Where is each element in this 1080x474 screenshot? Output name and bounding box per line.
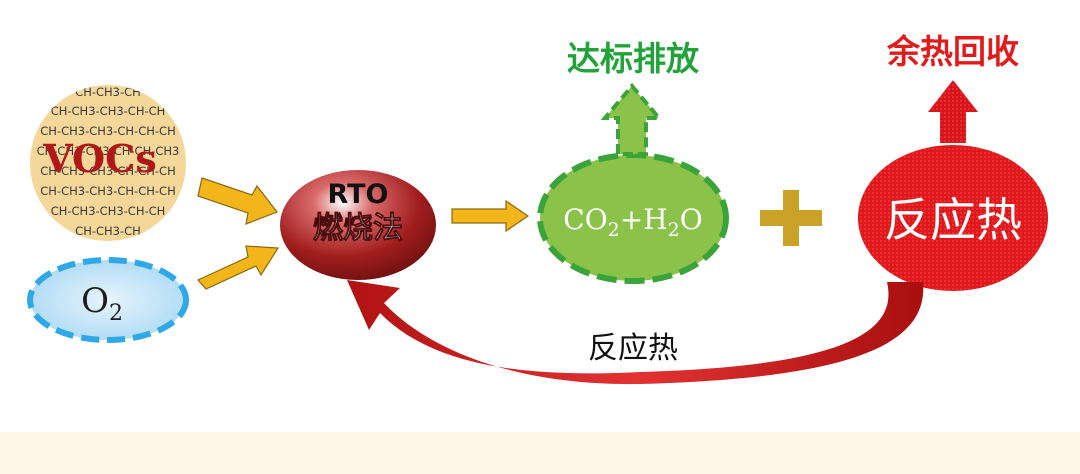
vocs-chain-line: CH-CH3-CH3-CH-CH-CH — [40, 124, 175, 138]
discharge-arrow — [600, 82, 664, 156]
rto-title: RTO — [328, 179, 389, 210]
vocs-chain-text: CH-CH3-CH CH-CH3-CH3-CH-CH CH-CH3-CH3-CH… — [37, 85, 180, 238]
arrow-rto-to-products — [451, 199, 530, 233]
products-formula: CO2+H2O — [563, 203, 702, 241]
heat-recovery-label: 余热回收 — [886, 32, 1019, 71]
vocs-chain-line: CH-CH3-CH3-CH-CH-CH3 — [37, 144, 180, 158]
vocs-node: CH-CH3-CH CH-CH3-CH3-CH-CH CH-CH3-CH3-CH… — [30, 85, 186, 241]
vocs-chain-line: CH-CH3-CH — [75, 85, 141, 99]
vocs-chain-line: CH-CH3-CH — [75, 224, 141, 238]
rto-subtitle: 燃烧法 — [313, 211, 403, 246]
oxygen-node: O2 — [27, 257, 189, 343]
plus-sign: + — [760, 190, 822, 246]
vocs-chain-line: CH-CH3-CH3-CH-CH — [51, 204, 166, 218]
vocs-chain-line: CH-CH3-CH3-CH-CH — [51, 104, 166, 118]
vocs-label: VOCs — [42, 136, 157, 181]
rto-node: RTO 燃烧法 — [280, 170, 436, 280]
arrow-vocs-to-rto — [197, 177, 278, 225]
vocs-chain-line: CH-CH3-CH3-CH-CH-CH — [40, 164, 175, 178]
arrow-oxygen-to-rto — [197, 245, 280, 290]
return-loop-label: 反应热 — [588, 331, 678, 366]
oxygen-label: O2 — [81, 281, 123, 326]
reaction-heat-label: 反应热 — [884, 193, 1022, 247]
reaction-heat-node: 反应热 — [858, 145, 1048, 291]
discharge-label: 达标排放 — [567, 39, 700, 78]
products-node: CO2+H2O — [537, 152, 729, 284]
heat-recovery-arrow — [928, 80, 978, 143]
vocs-chain-line: CH-CH3-CH3-CH-CH-CH — [40, 184, 175, 198]
footer-band — [0, 432, 1080, 474]
